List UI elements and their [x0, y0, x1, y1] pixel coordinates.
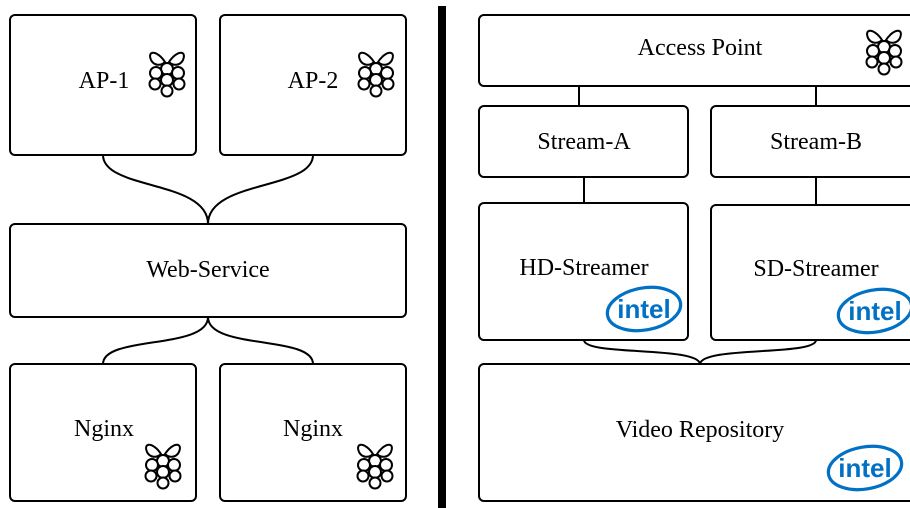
video-repository-node: [478, 363, 910, 502]
stream-a-label: Stream-A: [537, 129, 631, 155]
svg-text:intel: intel: [838, 453, 891, 483]
stream-b-label: Stream-B: [770, 129, 862, 155]
svg-text:intel: intel: [848, 296, 901, 326]
intel-logo-icon: intel: [823, 439, 907, 497]
stream-b-node: [710, 105, 910, 178]
sd-streamer-node: [710, 204, 910, 341]
web-service-label: Web-Service: [146, 257, 269, 283]
intel-logo-icon: intel: [833, 282, 910, 340]
ap1-label: AP-1: [79, 68, 130, 94]
wire-webservice-nginx2: [207, 316, 314, 365]
stream-a-node: [478, 105, 689, 178]
wire-ap1-webservice: [102, 154, 209, 225]
wire-ap2-webservice: [207, 154, 314, 225]
ap2-label: AP-2: [288, 68, 339, 94]
section-divider: [438, 6, 446, 508]
intel-logo-icon: intel: [602, 280, 686, 338]
hd-streamer-label: HD-Streamer: [519, 255, 648, 281]
wire-sd-repository: [699, 339, 817, 365]
nginx-2-label: Nginx: [283, 416, 343, 442]
wire-webservice-nginx1: [102, 316, 209, 365]
sd-streamer-label: SD-Streamer: [753, 256, 878, 282]
web-service-node: [9, 223, 407, 318]
wire-hd-repository: [583, 339, 701, 365]
video-repository-label: Video Repository: [616, 417, 785, 443]
nginx-1-label: Nginx: [74, 416, 134, 442]
hd-streamer-node: [478, 202, 689, 341]
svg-text:intel: intel: [617, 294, 670, 324]
ap1-node: [9, 14, 197, 156]
ap2-node: [219, 14, 407, 156]
access-point-label: Access Point: [638, 35, 763, 61]
access-point-node: [478, 14, 910, 87]
